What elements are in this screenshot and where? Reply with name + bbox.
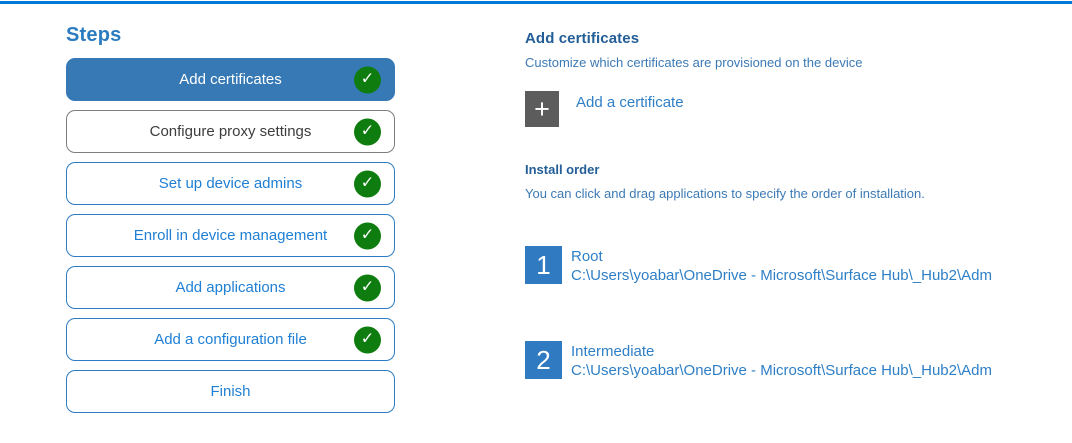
item-text: Root C:\Users\yoabar\OneDrive - Microsof… xyxy=(571,246,992,285)
check-icon: ✓ xyxy=(354,170,381,197)
install-order-description: You can click and drag applications to s… xyxy=(525,186,925,201)
certificate-path: C:\Users\yoabar\OneDrive - Microsoft\Sur… xyxy=(571,362,992,379)
step-finish[interactable]: Finish xyxy=(66,370,395,413)
step-label: Enroll in device management xyxy=(133,227,328,244)
plus-icon: + xyxy=(534,93,550,124)
install-order-title: Install order xyxy=(525,162,600,177)
item-text: Intermediate C:\Users\yoabar\OneDrive - … xyxy=(571,341,992,380)
add-certificate-row: + Add a certificate xyxy=(525,91,1070,127)
section-description: Customize which certificates are provisi… xyxy=(525,55,863,70)
add-certificate-label: Add a certificate xyxy=(576,94,684,111)
steps-panel-title: Steps xyxy=(66,24,122,46)
step-label: Add certificates xyxy=(179,71,282,88)
section-title: Add certificates xyxy=(525,30,640,47)
step-set-up-device-admins[interactable]: Set up device admins ✓ xyxy=(66,162,395,205)
check-icon: ✓ xyxy=(354,66,381,93)
check-icon: ✓ xyxy=(354,118,381,145)
step-label: Set up device admins xyxy=(158,175,303,192)
install-order-item-root[interactable]: 1 Root C:\Users\yoabar\OneDrive - Micros… xyxy=(525,246,1070,285)
step-add-certificates[interactable]: Add certificates ✓ xyxy=(66,58,395,101)
content-panel: Add certificates Customize which certifi… xyxy=(525,30,1070,380)
step-label: Add a configuration file xyxy=(154,331,307,348)
step-configure-proxy-settings[interactable]: Configure proxy settings ✓ xyxy=(66,110,395,153)
add-certificate-button[interactable]: + xyxy=(525,91,559,127)
step-label: Add applications xyxy=(175,279,286,296)
certificate-path: C:\Users\yoabar\OneDrive - Microsoft\Sur… xyxy=(571,267,992,284)
steps-panel: Steps Add certificates ✓ Configure proxy… xyxy=(66,24,395,422)
step-label: Finish xyxy=(210,383,251,400)
step-add-a-configuration-file[interactable]: Add a configuration file ✓ xyxy=(66,318,395,361)
check-icon: ✓ xyxy=(354,274,381,301)
check-icon: ✓ xyxy=(354,326,381,353)
step-add-applications[interactable]: Add applications ✓ xyxy=(66,266,395,309)
step-label: Configure proxy settings xyxy=(149,123,312,140)
step-enroll-in-device-management[interactable]: Enroll in device management ✓ xyxy=(66,214,395,257)
top-accent-bar xyxy=(0,1,1072,4)
certificate-name: Root xyxy=(571,248,603,265)
order-number-badge: 2 xyxy=(525,341,562,379)
check-icon: ✓ xyxy=(354,222,381,249)
install-order-item-intermediate[interactable]: 2 Intermediate C:\Users\yoabar\OneDrive … xyxy=(525,341,1070,380)
certificate-name: Intermediate xyxy=(571,343,655,360)
order-number-badge: 1 xyxy=(525,246,562,284)
